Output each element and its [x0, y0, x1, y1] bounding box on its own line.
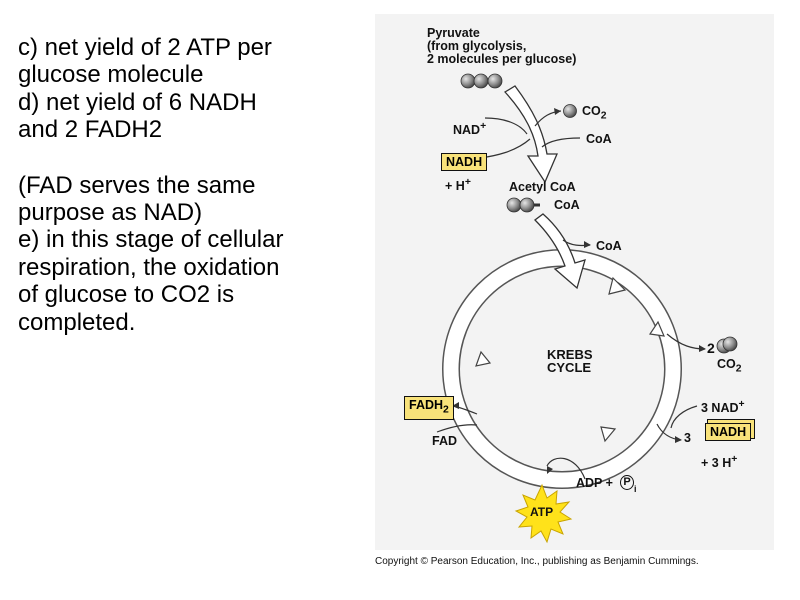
text-fad-line-1: (FAD serves the same	[18, 171, 256, 199]
acetyl-coa-label: Acetyl CoA	[509, 180, 576, 194]
arrow-adp-in	[546, 457, 586, 480]
two-co2-number: 2	[707, 340, 715, 356]
co2-label-top: CO2	[582, 104, 607, 122]
ring-arrowhead-top	[608, 276, 627, 295]
h-plus-label: + H+	[445, 177, 471, 194]
text-c-line-2: glucose molecule	[18, 61, 204, 89]
ring-arrowhead-left	[475, 350, 492, 367]
coa-label-2: CoA	[596, 239, 622, 253]
nad-plus-label: NAD+	[453, 121, 487, 138]
text-d-line-2: and 2 FADH2	[18, 116, 163, 144]
arrow-acetyl-coa-to-cycle	[534, 213, 586, 290]
two-co2-molecules	[716, 336, 738, 354]
two-co2-label: CO2	[717, 357, 742, 375]
pyruvate-sub-2: 2 molecules per glucose)	[427, 52, 577, 66]
ring-arrowhead-bottom-right	[600, 426, 617, 443]
fadh2-box: FADH2	[404, 396, 454, 420]
text-e-line-3: of glucose to CO2 is	[18, 281, 235, 309]
krebs-cycle-figure: Pyruvate (from glycolysis, 2 molecules p…	[375, 14, 774, 550]
arrow-nad-in	[484, 117, 528, 135]
acetyl-coa-molecule	[506, 197, 540, 213]
three-nad-label: 3 NAD+	[701, 399, 745, 416]
arrow-nadh-out	[479, 138, 531, 159]
copyright-notice: Copyright © Pearson Education, Inc., pub…	[375, 556, 699, 567]
arrow-nad-in-cycle	[670, 405, 698, 429]
text-c-line-1: c) net yield of 2 ATP per	[18, 34, 272, 61]
pyruvate-label: Pyruvate	[427, 26, 480, 40]
pyruvate-molecule	[460, 73, 503, 89]
ring-arrowhead-right	[648, 320, 665, 337]
text-d-line-1: d) net yield of 6 NADH	[18, 88, 257, 116]
arrow-pyruvate-to-acetyl-coa	[503, 85, 558, 184]
atp-label: ATP	[530, 505, 554, 519]
arrow-fad-in	[436, 424, 478, 433]
text-fad-line-2: purpose as NAD)	[18, 199, 203, 227]
atp-starburst	[514, 483, 573, 544]
arrow-coa-in	[541, 137, 581, 148]
adp-label: ADP +	[576, 476, 613, 490]
text-e-line-2: respiration, the oxidation	[18, 253, 280, 281]
text-e-line-1: e) in this stage of cellular	[18, 226, 284, 254]
phosphate-sub: i	[634, 484, 637, 494]
phosphate-icon: P	[620, 475, 634, 490]
krebs-label-1: KREBS	[547, 347, 593, 362]
fad-label: FAD	[432, 434, 457, 448]
three-h-label: + 3 H+	[701, 454, 738, 471]
coa-label-1: CoA	[586, 132, 612, 146]
pyruvate-sub-1: (from glycolysis,	[427, 39, 527, 53]
co2-molecule-top	[563, 104, 577, 118]
nadh-box: NADH	[441, 153, 488, 171]
slide-text: c) net yield of 2 ATP per glucose molecu…	[18, 34, 348, 336]
acetyl-coa-coa-label: CoA	[554, 198, 580, 212]
figure-graphics	[436, 73, 738, 544]
krebs-label-2: CYCLE	[547, 360, 592, 375]
three-nadh-box: NADH	[705, 423, 752, 441]
text-e-line-4: completed.	[18, 308, 136, 336]
three-nadh-number: 3	[684, 431, 691, 445]
